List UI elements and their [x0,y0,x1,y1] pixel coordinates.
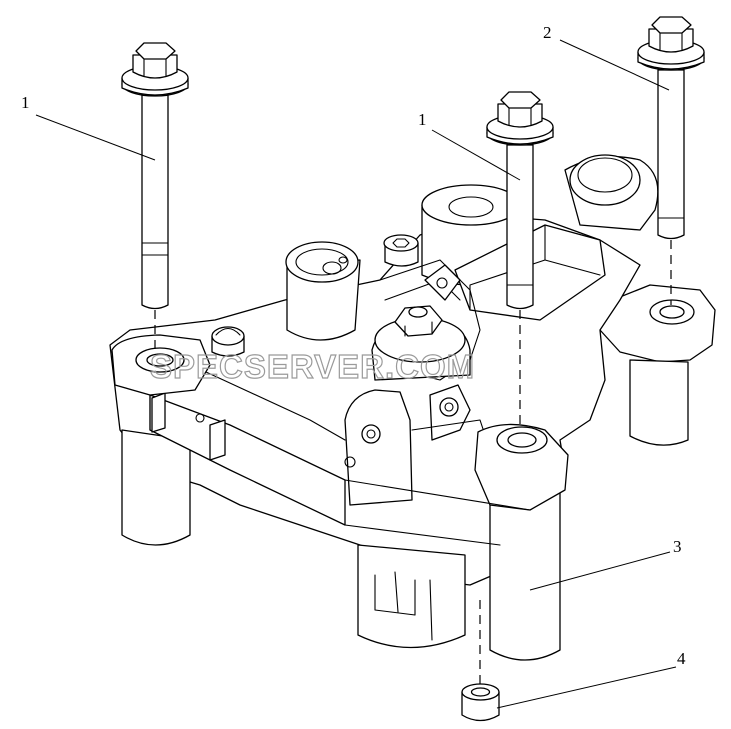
bolt-right [637,16,705,240]
front-right-pad [344,423,569,546]
callout-3: 3 [673,537,682,556]
socket-cap [383,234,419,267]
callout-2: 2 [543,23,552,42]
upper-bracket [379,259,481,381]
housing-body [109,154,716,661]
center-adjuster [371,305,471,381]
leader-line-1a [35,114,156,161]
leader-line-1b [431,129,521,181]
leader-line-2 [559,39,670,91]
bolt-left [121,42,189,310]
assembly-centerlines [154,240,672,684]
front-pedestal [344,384,491,506]
watermark-text: SPECSERVER.COM [150,348,475,385]
dowel-sleeve [461,683,500,722]
leader-line-4 [496,666,677,709]
leader-line-3 [529,551,671,591]
callout-1b: 1 [418,110,427,129]
bolt-center [486,91,554,310]
left-boss [285,241,361,341]
callouts: 1 1 2 3 4 [21,23,686,709]
callout-4: 4 [677,649,686,668]
front-left-pad [111,326,245,396]
callout-1a: 1 [21,93,30,112]
